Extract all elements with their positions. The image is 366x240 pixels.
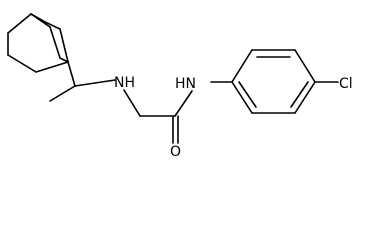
bond: [44, 21, 61, 30]
bond: [231, 49, 253, 83]
bond: [231, 81, 253, 114]
bond: [123, 89, 141, 117]
norbornyl-group: [7, 13, 69, 73]
aromatic-bond: [290, 81, 309, 108]
aromatic-bond: [238, 81, 257, 108]
bond: [294, 81, 316, 114]
bond: [7, 54, 37, 73]
ethyl-linker: [49, 61, 116, 102]
molecule-canvas: NH HN O Cl: [7, 13, 353, 160]
bond: [59, 57, 69, 63]
molecule-drawing: NH HN O Cl: [7, 13, 353, 160]
amide-chain: [123, 81, 233, 144]
bond: [67, 61, 76, 87]
bond: [49, 85, 76, 102]
bond: [35, 61, 69, 73]
carbonyl-oxygen-label: O: [170, 144, 181, 160]
bond: [49, 26, 61, 59]
amide-nh-label: HN: [175, 76, 196, 92]
bond: [30, 13, 51, 28]
amine-nh-label: NH: [114, 75, 135, 91]
bond: [7, 13, 32, 34]
bond: [74, 79, 116, 87]
bond: [59, 28, 69, 63]
bond: [174, 90, 193, 117]
chlorine-label: Cl: [339, 76, 353, 92]
chlorophenyl-ring: [231, 49, 339, 114]
bond: [294, 49, 316, 83]
